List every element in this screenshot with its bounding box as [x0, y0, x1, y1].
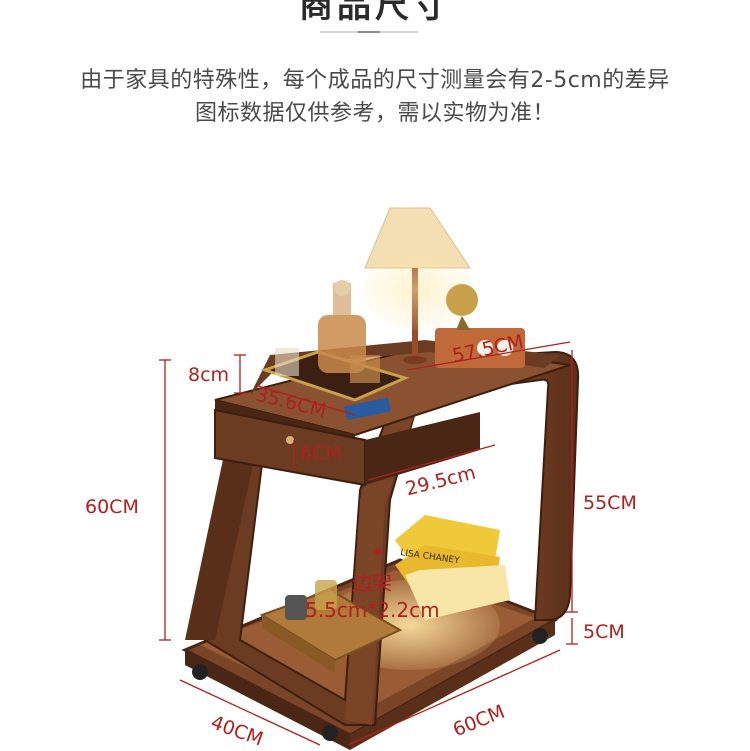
dim-tray-height: 8cm	[188, 364, 230, 386]
shelf-rail-name: 边架	[352, 571, 392, 595]
size-disclaimer-line2: 图标数据仅供参考，需以实物为准！	[194, 101, 555, 126]
gramophone-speaker	[435, 284, 525, 368]
woven-basket	[259, 580, 403, 673]
size-disclaimer-line1: 由于家具的特殊性，每个成品的尺寸测量会有2-5cm的差异	[80, 68, 670, 93]
dim-total-height: 60CM	[85, 496, 139, 518]
table-lamp	[363, 207, 473, 364]
tray-decanter	[260, 280, 410, 402]
shelf-rail-size: 5.5cm*2.2cm	[305, 598, 440, 622]
dim-wheel-height: 5CM	[583, 621, 625, 643]
book-stack: LISA CHANEY	[395, 515, 510, 620]
dim-drawer-height: 6CM	[300, 442, 342, 464]
caster-wheels	[192, 628, 548, 741]
drawer	[214, 408, 480, 487]
page-title: 商品尺寸	[299, 0, 451, 26]
dim-leg-height: 55CM	[583, 492, 637, 514]
dimension-lines	[159, 341, 578, 746]
title-divider	[320, 31, 418, 33]
